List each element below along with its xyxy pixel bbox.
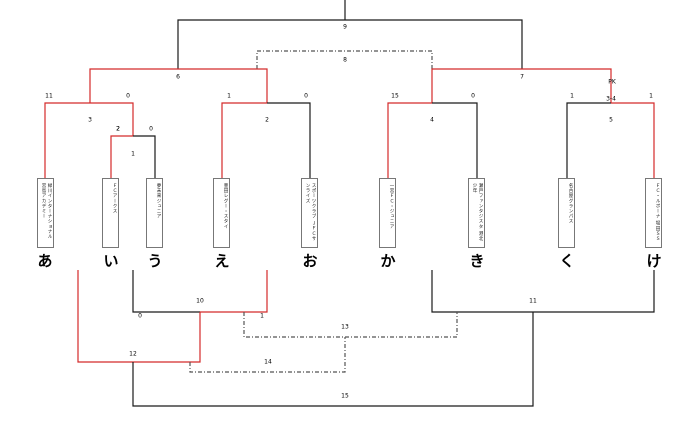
team-name-7: 瀬戸ファンタジスタ 港北少年 xyxy=(472,183,483,242)
team-name-2: ＦＣアークス xyxy=(112,183,117,214)
score-label: 0 xyxy=(304,92,308,100)
match-number-10: 10 xyxy=(196,297,204,305)
team-box-5: スポーツクラブ ＪＦＣサンライズ xyxy=(301,178,318,248)
match-number-4: 4 xyxy=(430,116,434,124)
team-kana-4: え xyxy=(214,252,230,270)
team-kana-6: か xyxy=(380,252,396,270)
team-kana-1: あ xyxy=(37,252,53,270)
match-number-2: 2 xyxy=(116,125,120,133)
pk-score-label: 3-4 xyxy=(606,95,616,103)
team-kana-8: く xyxy=(559,252,575,270)
score-label: 0 xyxy=(471,92,475,100)
match-number-1-upper: 1 xyxy=(131,150,135,158)
score-label: 1 xyxy=(570,92,574,100)
score-label: 1 xyxy=(227,92,231,100)
team-box-6: 一宮ＦＣ・ジュニア xyxy=(379,178,396,248)
score-label: 0 xyxy=(149,125,153,133)
match-number-11: 11 xyxy=(529,297,537,305)
score-label: 11 xyxy=(45,92,53,100)
team-name-9: ＦＣ・ルボーナ 堀田ＳＳ xyxy=(655,183,660,242)
team-name-3: 夢未来ジュニア xyxy=(156,183,161,219)
match-number-14: 14 xyxy=(264,358,272,366)
score-label: 1 xyxy=(649,92,653,100)
team-box-4: 豊田レグー・スタイ xyxy=(213,178,230,248)
match-number-2-upper: 2 xyxy=(265,116,269,124)
score-label: 15 xyxy=(391,92,399,100)
team-box-7: 瀬戸ファンタジスタ 港北少年 xyxy=(468,178,485,248)
score-label: 2 xyxy=(116,125,120,133)
match-number-3: 3 xyxy=(88,116,92,124)
team-kana-7: き xyxy=(469,252,485,270)
score-label: 0 xyxy=(138,312,142,320)
match-number-6: 6 xyxy=(176,73,180,81)
pk-label: PK xyxy=(608,78,616,86)
team-kana-2: い xyxy=(103,252,119,270)
score-label: 1 xyxy=(260,312,264,320)
team-box-2: ＦＣアークス xyxy=(102,178,119,248)
team-kana-3: う xyxy=(147,252,163,270)
match-number-9: 9 xyxy=(343,23,347,31)
team-box-9: ＦＣ・ルボーナ 堀田ＳＳ xyxy=(645,178,662,248)
match-number-12: 12 xyxy=(129,350,137,358)
match-number-7: 7 xyxy=(520,73,524,81)
team-name-8: 名古屋グランパス xyxy=(568,183,573,224)
match-number-8: 8 xyxy=(343,56,347,64)
team-kana-9: け xyxy=(646,252,662,270)
team-box-8: 名古屋グランパス xyxy=(558,178,575,248)
lower-bracket-lines xyxy=(77,270,655,407)
team-name-1: 緑川インターナショナル 宮島アカデミー xyxy=(41,183,52,240)
team-name-5: スポーツクラブ ＪＦＣサンライズ xyxy=(305,183,316,242)
team-box-1: 緑川インターナショナル 宮島アカデミー xyxy=(37,178,54,248)
match-number-13: 13 xyxy=(341,323,349,331)
team-name-6: 一宮ＦＣ・ジュニア xyxy=(389,183,394,229)
team-box-3: 夢未来ジュニア xyxy=(146,178,163,248)
team-kana-5: お xyxy=(302,252,318,270)
match-number-15: 15 xyxy=(341,392,349,400)
match-number-5: 5 xyxy=(609,116,613,124)
score-label: 0 xyxy=(126,92,130,100)
team-name-4: 豊田レグー・スタイ xyxy=(223,183,228,229)
upper-bracket-lines xyxy=(44,0,655,178)
